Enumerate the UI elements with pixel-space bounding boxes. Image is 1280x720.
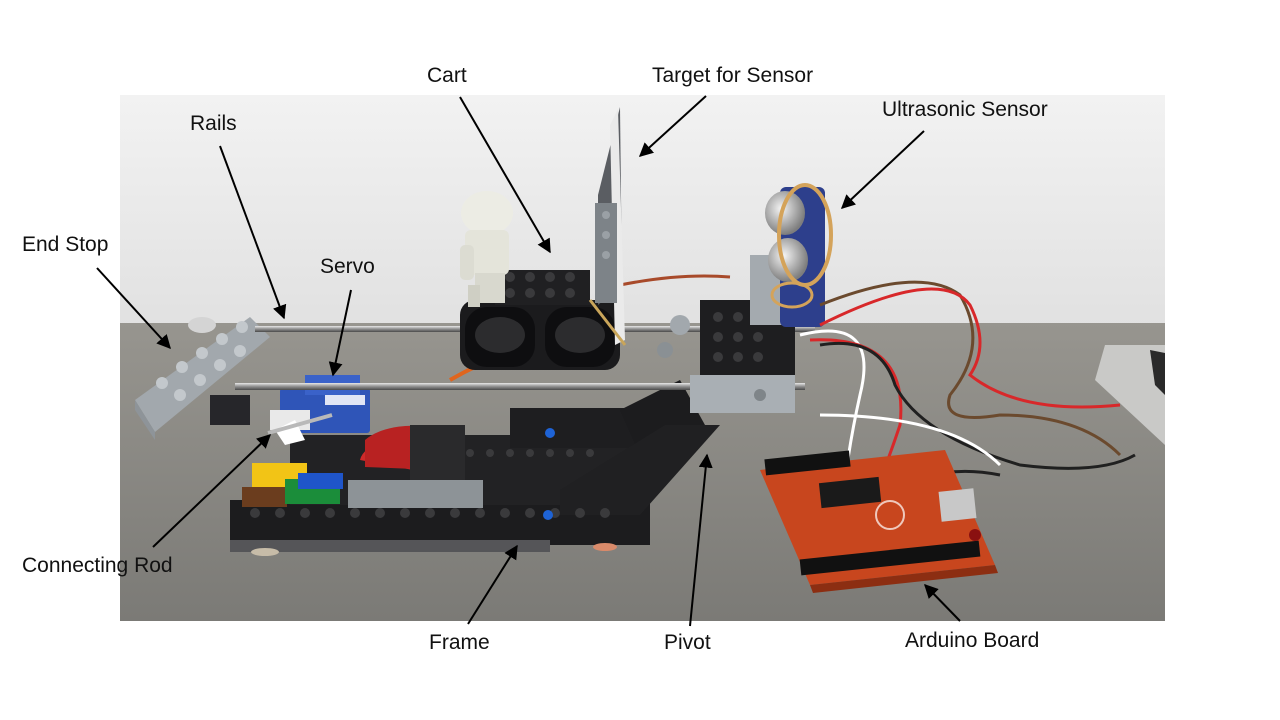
label-rails: Rails	[190, 112, 237, 135]
apparatus-photo	[120, 95, 1165, 621]
arrow-cart	[459, 96, 551, 254]
label-frame: Frame	[429, 631, 490, 654]
label-connecting-rod: Connecting Rod	[22, 554, 173, 577]
pivot-assembly	[657, 255, 800, 413]
wall-background	[120, 95, 1165, 327]
arrow-ultrasonic	[840, 130, 925, 209]
arrow-frame	[467, 544, 518, 625]
ultrasonic-sensor-device	[765, 183, 833, 327]
arrow-connecting-rod	[152, 434, 272, 548]
label-cart: Cart	[427, 64, 467, 87]
arrow-arduino	[924, 583, 961, 622]
table-edge-object	[1095, 345, 1165, 445]
cart-body	[460, 270, 620, 370]
end-stop-brick	[135, 317, 270, 440]
label-servo: Servo	[320, 255, 375, 278]
rail-lower	[235, 383, 805, 390]
arduino-board-device	[760, 450, 998, 593]
arrow-target	[638, 95, 707, 157]
arrow-pivot	[689, 453, 713, 627]
arrow-end-stop	[96, 267, 171, 350]
arrow-rails	[219, 145, 287, 320]
connecting-rod-part	[267, 413, 333, 435]
sensor-target	[588, 107, 627, 346]
wires	[799, 280, 1136, 546]
label-pivot: Pivot	[664, 631, 711, 654]
label-target-for-sensor: Target for Sensor	[652, 64, 814, 87]
colored-bricks	[242, 425, 483, 508]
label-end-stop: End Stop	[22, 233, 109, 256]
label-ultrasonic-sensor: Ultrasonic Sensor	[882, 98, 1048, 121]
label-arduino-board: Arduino Board	[905, 629, 1040, 652]
arrow-servo	[328, 289, 352, 377]
minifigure	[460, 191, 513, 307]
